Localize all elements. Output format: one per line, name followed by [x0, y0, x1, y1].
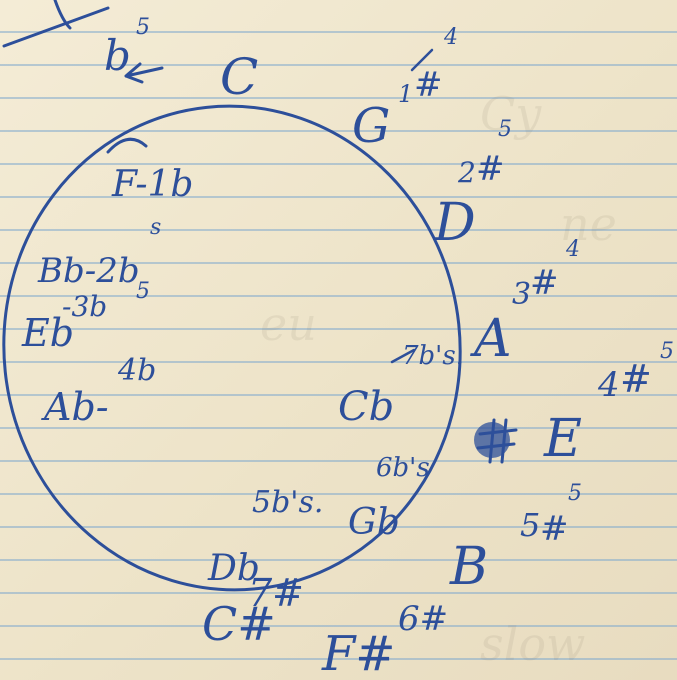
e-extra: 5 — [660, 339, 674, 364]
a-sharp-count: 3 — [512, 277, 531, 312]
inner-db-count: 5b's. — [252, 485, 323, 520]
top-margin-stroke — [2, 6, 110, 48]
key-b: B — [449, 537, 488, 597]
inner-cb-count: 7b's. — [402, 341, 464, 371]
flat-eb: Eb — [21, 311, 74, 355]
g-sharp-count: 1 — [398, 80, 413, 108]
key-f-sharp: F# — [321, 626, 396, 680]
key-g: G — [352, 98, 390, 154]
g-hook-stroke — [410, 48, 434, 72]
d-sharp-count: 2 — [457, 156, 476, 189]
flat-eb-count: -3b — [62, 290, 107, 323]
inner-cb: Cb — [338, 384, 394, 430]
inner-gb-count: 6b's — [376, 453, 430, 483]
flat-f: F-1b — [111, 164, 193, 205]
key-c-sharp: C# — [202, 597, 276, 651]
flat-bb-extra: s — [150, 215, 161, 240]
e-sharp-count: 4 — [597, 365, 620, 405]
cb-arrow-stroke — [390, 348, 416, 364]
a-sharp-symbol: # — [530, 263, 559, 303]
flat-count-5: 5 — [136, 15, 150, 40]
b-extra: 5 — [568, 481, 582, 506]
c-sharp-count: 7# — [248, 571, 304, 615]
d-sharp-symbol: # — [476, 149, 505, 189]
key-e: E — [543, 409, 582, 469]
flat-eb-extra: 5 — [136, 279, 150, 304]
key-a: A — [470, 309, 512, 369]
smudged-sharp — [474, 418, 518, 464]
b-sharp-symbol: # — [540, 509, 569, 549]
b-sharp-count: 5 — [520, 506, 540, 544]
svg-text:eu: eu — [260, 297, 317, 351]
show-through-writing: Cy ne eu slow — [260, 87, 617, 671]
d-extra: 5 — [498, 117, 512, 142]
svg-text:slow: slow — [480, 617, 585, 671]
a-extra: 4 — [565, 237, 580, 262]
g-sharp-symbol: # — [414, 65, 443, 105]
flat-mark-b: b — [104, 31, 131, 80]
circle-of-fifths — [2, 104, 462, 592]
key-c: C — [220, 48, 258, 106]
flat-ab-count: 4b — [117, 353, 156, 388]
f-sharp-count: 6# — [398, 599, 448, 639]
svg-text:Cy: Cy — [480, 87, 542, 141]
g-extra: 4 — [443, 25, 458, 50]
flat-ab: Ab- — [41, 385, 109, 429]
f-hook-stroke — [106, 137, 148, 154]
top-hook-stroke — [53, 0, 72, 30]
flat-bb: Bb-2b — [37, 251, 140, 291]
svg-text:ne: ne — [560, 197, 617, 251]
flat-db: Db — [207, 548, 260, 589]
arrow-left-icon — [124, 62, 164, 84]
key-d: D — [433, 193, 476, 253]
e-sharp-symbol: # — [620, 357, 652, 401]
inner-gb: Gb — [348, 502, 400, 543]
